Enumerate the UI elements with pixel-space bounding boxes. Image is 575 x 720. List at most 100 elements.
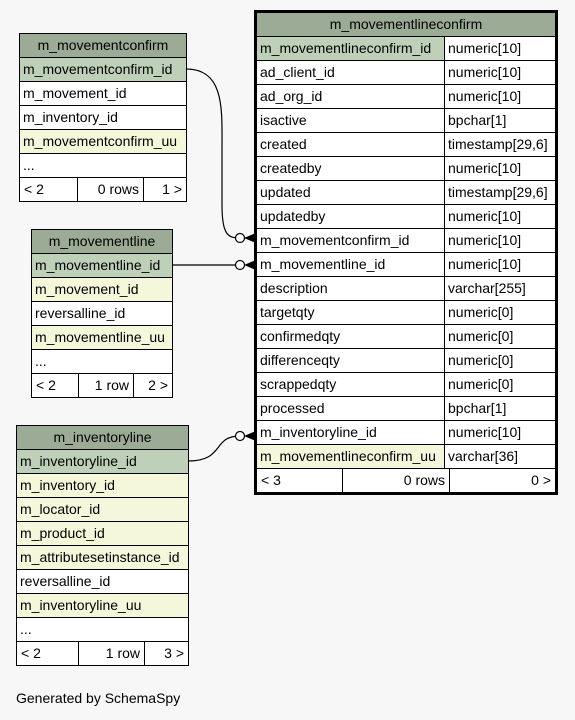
table-footer: < 2 1 row 3 > <box>17 641 188 665</box>
table-title[interactable]: m_movementline <box>32 230 172 254</box>
row-count: 1 row <box>78 374 133 397</box>
children-count[interactable]: 1 > <box>143 178 186 201</box>
column-row[interactable]: m_movementline_uu <box>32 326 172 350</box>
column-type: numeric[10] <box>448 40 522 56</box>
table-title[interactable]: m_movementlineconfirm <box>257 13 555 37</box>
column-name: m_movementline_id <box>257 253 445 276</box>
column-row[interactable]: m_movementline_id <box>32 254 172 278</box>
column-type: bpchar[1] <box>448 112 507 128</box>
fk-line-inventoryline <box>187 435 241 462</box>
generated-by-caption: Generated by SchemaSpy <box>16 690 181 706</box>
column-row[interactable]: m_movementconfirm_uu <box>20 130 186 154</box>
column-type: numeric[0] <box>448 376 514 392</box>
column-type: varchar[255] <box>448 280 526 296</box>
column-name: differenceqty <box>257 349 445 372</box>
column-name: ad_client_id <box>257 61 445 84</box>
fk-line-movementconfirm <box>185 68 255 239</box>
column-name: isactive <box>257 109 445 132</box>
parents-count[interactable]: < 2 <box>24 181 44 197</box>
children-count[interactable]: 0 > <box>449 469 555 492</box>
column-name: m_movementconfirm_id <box>257 229 445 252</box>
row-count: 1 row <box>78 642 144 665</box>
table-footer: < 3 0 rows 0 > <box>257 468 555 492</box>
column-name: ad_org_id <box>257 85 445 108</box>
column-row[interactable]: reversalline_id <box>17 570 188 594</box>
column-row[interactable]: ... <box>20 154 186 177</box>
column-type: timestamp[29,6] <box>448 136 548 152</box>
table-footer: < 2 1 row 2 > <box>32 373 172 397</box>
column-type: timestamp[29,6] <box>448 184 548 200</box>
column-name: m_inventoryline_id <box>257 421 445 444</box>
fk-end-movementconfirm <box>234 232 246 244</box>
column-row[interactable]: m_product_id <box>17 522 188 546</box>
column-name: updated <box>257 181 445 204</box>
parents-count[interactable]: < 2 <box>36 377 56 393</box>
column-row[interactable]: ... <box>17 618 188 641</box>
column-row[interactable]: m_inventory_id <box>20 106 186 130</box>
column-row[interactable]: m_movement_id <box>20 82 186 106</box>
parents-count[interactable]: < 3 <box>261 472 281 488</box>
column-row[interactable]: m_inventory_id <box>17 474 188 498</box>
fk-end-inventoryline <box>234 430 246 442</box>
column-name: processed <box>257 397 445 420</box>
column-type: numeric[10] <box>448 424 522 440</box>
column-type: numeric[10] <box>448 208 522 224</box>
column-row[interactable]: ... <box>32 350 172 373</box>
column-type: varchar[36] <box>448 448 519 464</box>
children-count[interactable]: 2 > <box>133 374 172 397</box>
column-name: scrappedqty <box>257 373 445 396</box>
column-row[interactable]: m_inventoryline_uu <box>17 594 188 618</box>
column-type: bpchar[1] <box>448 400 507 416</box>
column-name: description <box>257 277 445 300</box>
column-type: numeric[10] <box>448 232 522 248</box>
table-m-movementlineconfirm[interactable]: m_movementlineconfirm m_movementlineconf… <box>254 10 558 495</box>
column-row[interactable]: m_movementconfirm_id <box>20 58 186 82</box>
column-name: created <box>257 133 445 156</box>
column-name: targetqty <box>257 301 445 324</box>
row-count: 0 rows <box>342 469 449 492</box>
column-row[interactable]: m_movement_id <box>32 278 172 302</box>
column-row[interactable]: m_inventoryline_id <box>17 450 188 474</box>
column-row[interactable]: reversalline_id <box>32 302 172 326</box>
fk-end-movementline <box>234 259 246 271</box>
column-name: m_movementlineconfirm_id <box>257 37 445 60</box>
column-name: updatedby <box>257 205 445 228</box>
table-title[interactable]: m_movementconfirm <box>20 34 186 58</box>
column-type: numeric[10] <box>448 160 522 176</box>
column-name: m_movementlineconfirm_uu <box>257 445 445 468</box>
column-name: createdby <box>257 157 445 180</box>
table-footer: < 2 0 rows 1 > <box>20 177 186 201</box>
table-title[interactable]: m_inventoryline <box>17 426 188 450</box>
column-row[interactable]: m_locator_id <box>17 498 188 522</box>
column-row[interactable]: m_attributesetinstance_id <box>17 546 188 570</box>
column-type: numeric[0] <box>448 328 514 344</box>
children-count[interactable]: 3 > <box>144 642 188 665</box>
parents-count[interactable]: < 2 <box>21 645 41 661</box>
row-count: 0 rows <box>77 178 143 201</box>
